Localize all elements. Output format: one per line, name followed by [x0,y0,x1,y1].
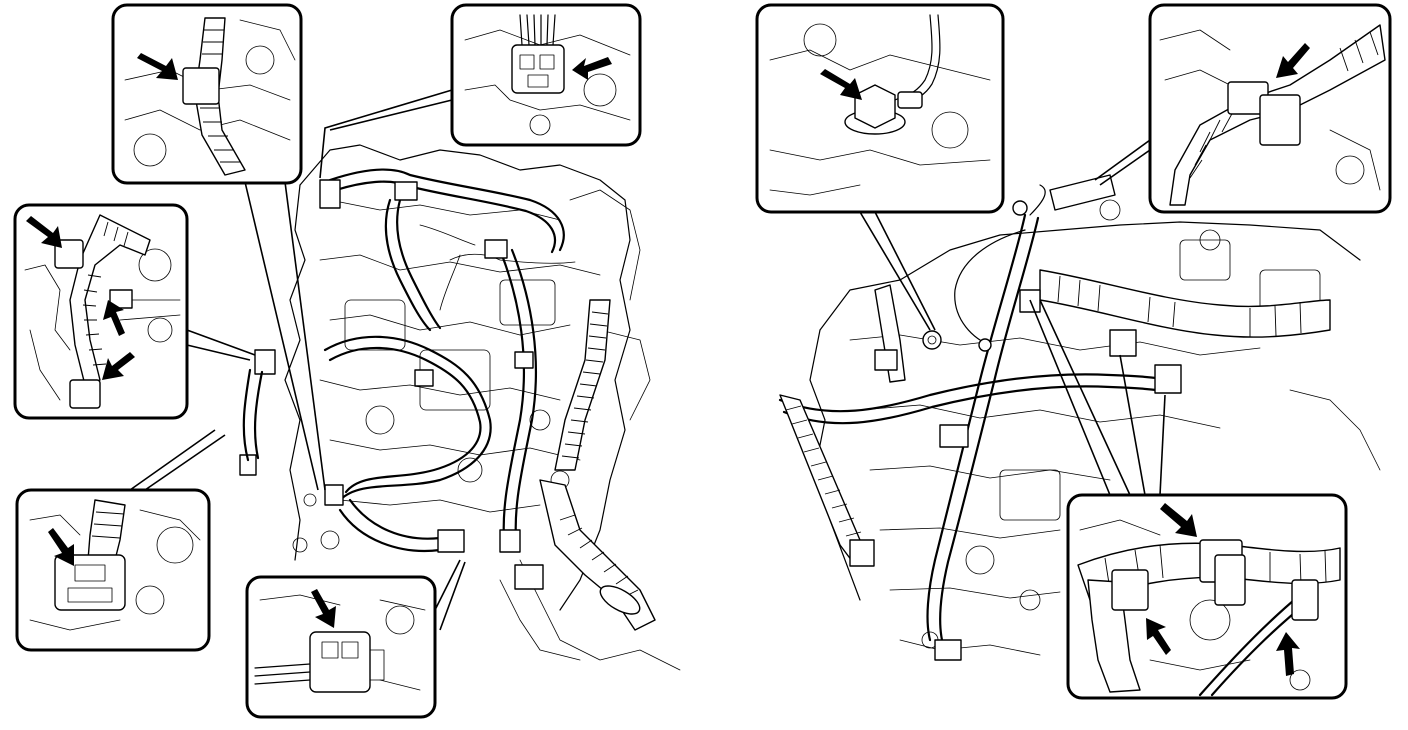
harness-clamp-icon [414,369,434,387]
wire-connector-icon [239,454,257,476]
harness-clamp-icon [484,239,508,259]
wire-connector-icon [324,484,344,506]
wire-connector-icon [849,539,875,567]
arrow-pointer-icon [1160,503,1197,537]
callout-detail [254,589,426,693]
arrow-pointer-icon [137,53,178,80]
wire-connector-icon [437,529,465,553]
left-wire-harness [323,168,576,552]
leader-lines [129,89,1166,631]
right-wire-harness [778,174,1331,661]
callout-detail [769,14,991,196]
arrow-pointer-icon [48,528,74,566]
wire-connector-icon [1154,364,1182,394]
arrow-pointer-icon [1276,43,1310,78]
arrow-pointer-icon [1146,618,1171,655]
callout-detail [24,214,181,409]
arrow-pointer-icon [1276,632,1300,676]
callout-detail [1077,503,1341,697]
arrow-pointer-icon [820,69,862,100]
callout-detail [29,499,201,631]
left-corrugated-hose [539,299,656,631]
callout-connector-bottom-left [15,488,211,652]
wire-connector-icon [499,529,521,553]
callout-detail [124,17,296,176]
harness-clamp-icon [939,424,969,448]
left-engine-assembly [239,144,681,671]
harness-clamp-icon [514,351,534,369]
left-engine-block [284,144,681,671]
wire-connector-icon [69,379,101,409]
callout-ground-bolt-top-right [755,3,1005,214]
arrow-pointer-icon [311,589,336,628]
callout-harness-clamp-top-right [1148,3,1392,214]
callout-detail [1159,24,1386,206]
wire-connector-icon [1291,579,1319,621]
callout-connectors-middle-left [13,203,189,420]
callout-detail [464,14,631,136]
callout-connector-top-middle [450,3,642,147]
wire-connector-icon [934,639,962,661]
harness-clamp-icon [109,289,133,309]
left-harness-connectors [239,179,544,590]
harness-clamp-icon [394,181,418,201]
callout-connector-bottom-middle [245,575,437,719]
wire-connector-icon [309,631,371,693]
wire-connector-icon [514,564,544,590]
callout-clamps-bottom-right [1066,493,1348,700]
harness-clamp-icon [182,67,220,105]
ground-bolt-icon [922,330,942,350]
harness-clamp-icon [1111,569,1149,611]
wire-connector-icon [54,554,126,611]
callout-harness-clamp-top-left [111,3,303,185]
right-engine-assembly [778,174,1381,661]
wire-connector-icon [54,239,84,269]
arrow-pointer-icon [572,57,612,80]
wire-connector-icon [254,349,276,375]
wire-connector-icon [319,179,341,209]
harness-clamp-icon [1109,329,1137,357]
arrow-pointer-icon [103,300,125,336]
arrow-pointer-icon [26,216,62,248]
arrow-pointer-icon [102,352,135,380]
wire-connector-icon [874,349,898,371]
wire-connector-icon [511,44,565,94]
